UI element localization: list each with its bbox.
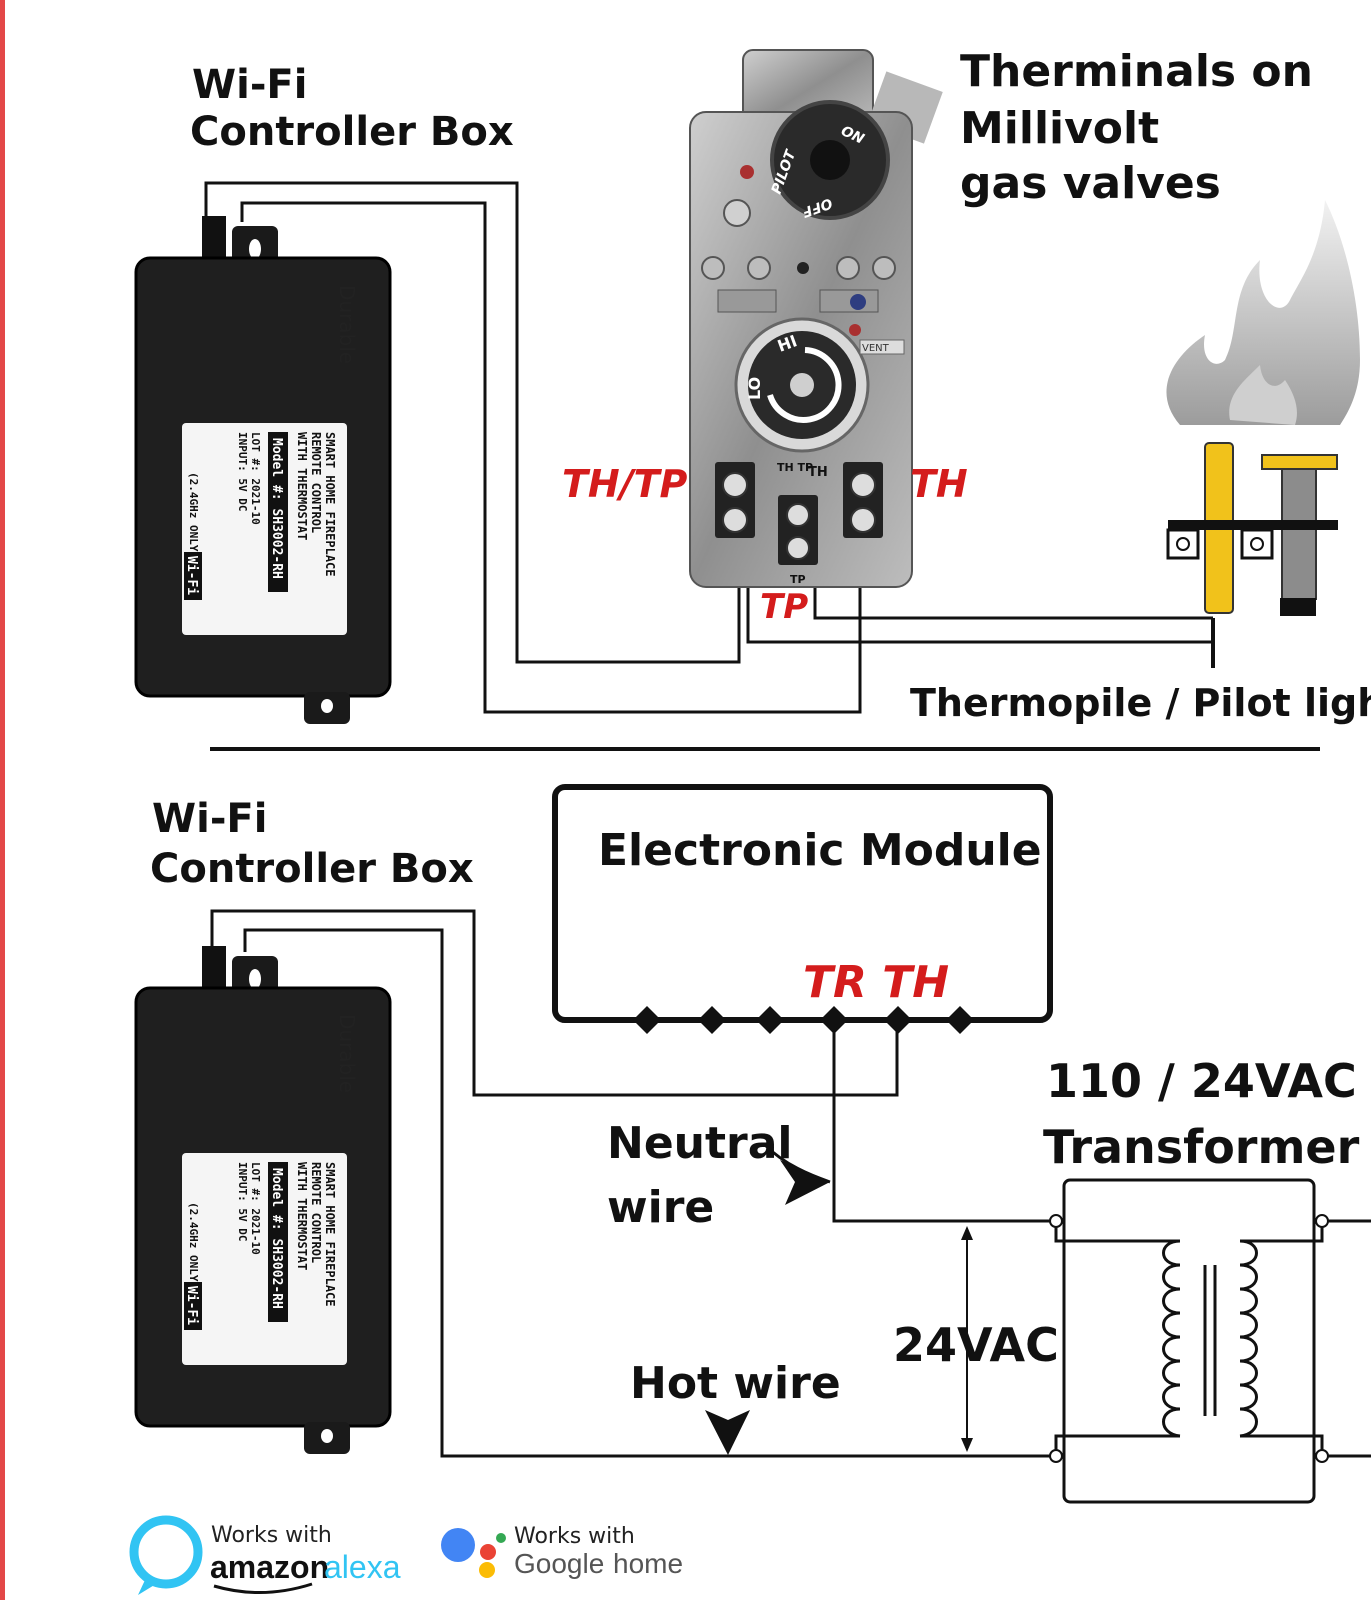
label-input: INPUT: 5V DC (236, 432, 249, 511)
red-indicator (740, 165, 754, 179)
bottom-controller-title-1: Wi-Fi (152, 796, 267, 842)
top-controller-box: Durable SMART HOME FIREPLACE REMOTE CONT… (134, 214, 392, 726)
bottom-controller-box: Durable SMART HOME FIREPLACE REMOTE CONT… (134, 944, 392, 1456)
left-border (0, 0, 5, 1600)
hot-wire-label: Hot wire (630, 1358, 841, 1409)
alexa-badge: Works with amazon alexa (129, 1515, 401, 1595)
small-tp: TP (790, 573, 806, 586)
bottom-box-label: SMART HOME FIREPLACE REMOTE CONTROL WITH… (184, 1162, 337, 1330)
neutral-label-2: wire (607, 1182, 714, 1233)
vent-label: VENT (862, 343, 890, 354)
google-dot-green-icon (496, 1533, 506, 1543)
hot-wire-arrow (705, 1410, 750, 1455)
module-title: Electronic Module (598, 825, 1042, 876)
label-wifi-badge: Wi-Fi (184, 1286, 199, 1325)
label-lot: LOT #: 2021-10 (249, 432, 262, 525)
neutral-label-1: Neutral (607, 1118, 793, 1169)
top-controller-title-1: Wi-Fi (192, 62, 307, 108)
small-th-tp: TH TP (777, 461, 813, 474)
label-line1: SMART HOME FIREPLACE (323, 432, 337, 577)
thermopile-label: Thermopile / Pilot light (910, 681, 1371, 725)
label-line1: SMART HOME FIREPLACE (323, 1162, 337, 1307)
top-controller-title-2: Controller Box (190, 109, 514, 155)
voltage-label: 24VAC (893, 1318, 1059, 1372)
wire-thermopile-b (813, 580, 1213, 620)
wire-top-1 (204, 181, 741, 664)
terminal-blocks: TH TP TH TP (715, 461, 883, 586)
google-home: home (613, 1548, 683, 1579)
knob-lo: LO (745, 377, 764, 400)
label-line3: WITH THERMOSTAT (295, 1162, 309, 1270)
alexa-ring-icon (129, 1515, 203, 1589)
electronic-module: Electronic Module TR TH (552, 784, 1053, 1034)
box-brand-2: Durable (335, 1014, 359, 1093)
google-works-with: Works with (514, 1524, 635, 1549)
bottom-controller-title-2: Controller Box (150, 846, 474, 892)
alexa-name: alexa (324, 1549, 401, 1585)
google-home-badge: Works with Google home (441, 1524, 683, 1579)
google-brand: Google (514, 1548, 604, 1579)
google-dot-blue-icon (441, 1528, 475, 1562)
valve-title-1: Therminals on (960, 46, 1313, 97)
label-model: Model #: SH3002-RH (269, 438, 284, 579)
terminal-tp: TP (760, 587, 808, 627)
terminal-th: TH (910, 462, 968, 506)
transformer-label-2: Transformer (1043, 1120, 1360, 1174)
wire-hot (243, 928, 1056, 1458)
wire-bottom-th (210, 909, 899, 1097)
wire-neutral (832, 1020, 1056, 1223)
alexa-works-with: Works with (211, 1523, 332, 1548)
label-input: INPUT: 5V DC (236, 1162, 249, 1241)
module-terminals: TR TH (803, 957, 949, 1008)
label-wifi-note: (2.4GHz ONLY) (187, 1202, 200, 1288)
flame-icon (1166, 200, 1360, 425)
box-brand: Durable (335, 285, 359, 364)
wire-top-2 (240, 201, 862, 714)
gas-valve: ON PILOT OFF HI LO VENT (689, 49, 943, 588)
label-line2: REMOTE CONTROL (309, 432, 323, 533)
top-box-label: SMART HOME FIREPLACE REMOTE CONTROL WITH… (184, 432, 337, 600)
terminal-th-tp: TH/TP (562, 462, 688, 506)
neutral-arrow-head (780, 1160, 830, 1205)
label-wifi-note: (2.4GHz ONLY) (187, 472, 200, 558)
label-line3: WITH THERMOSTAT (295, 432, 309, 540)
valve-title-2: Millivolt (960, 103, 1159, 154)
small-th: TH (808, 465, 828, 480)
label-line2: REMOTE CONTROL (309, 1162, 323, 1263)
valve-title-3: gas valves (960, 158, 1221, 209)
label-model: Model #: SH3002-RH (269, 1168, 284, 1309)
thermopile-icon (1166, 442, 1338, 616)
transformer-symbol (1049, 1178, 1371, 1504)
transformer-label-1: 110 / 24VAC (1046, 1054, 1357, 1108)
google-dot-red-icon (480, 1544, 496, 1560)
label-lot: LOT #: 2021-10 (249, 1162, 262, 1255)
google-dot-yellow-icon (479, 1562, 495, 1578)
label-wifi-badge: Wi-Fi (184, 556, 199, 595)
alexa-amazon: amazon (210, 1549, 329, 1585)
